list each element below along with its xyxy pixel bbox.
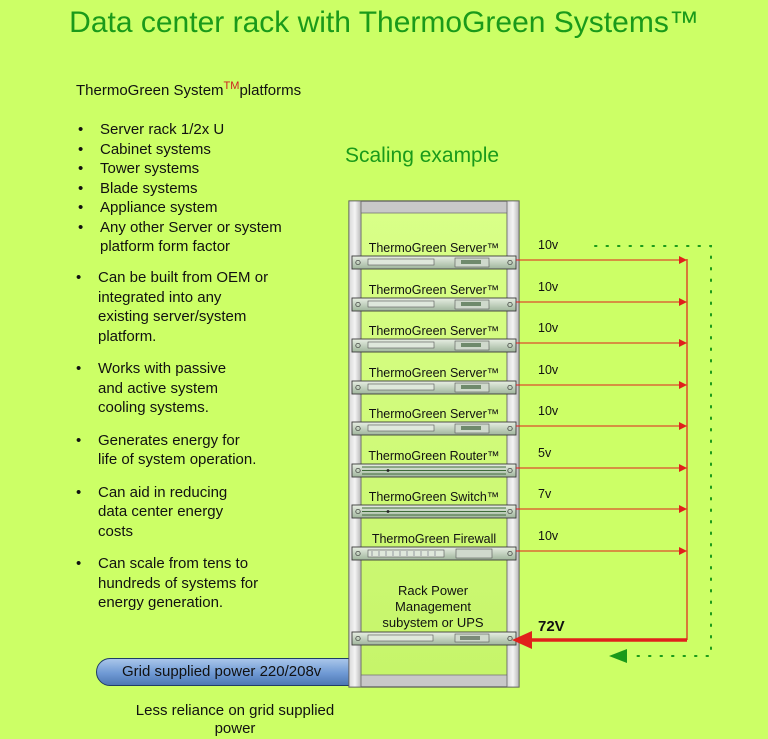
platform-item: Cabinet systems xyxy=(76,140,330,160)
feature-item: Can scale from tens to hundreds of syste… xyxy=(76,554,273,613)
main-power-arrowhead xyxy=(512,631,532,649)
rack-screw xyxy=(355,550,361,557)
platforms-heading-suffix: platforms xyxy=(239,82,302,99)
voltage-label: 10v xyxy=(538,238,559,252)
display-panel xyxy=(455,548,493,559)
drive-bay xyxy=(367,258,435,266)
rack-screw xyxy=(355,467,361,474)
feature-list: Can be built from OEM or integrated into… xyxy=(76,268,306,626)
voltage-arrowhead xyxy=(679,339,687,347)
grid-power-pipe xyxy=(96,658,362,686)
voltage-label: 10v xyxy=(538,529,559,543)
platform-item: Appliance system xyxy=(76,198,330,218)
voltage-label: 5v xyxy=(538,446,552,460)
rack-unit-server: ThermoGreen Server™ 10v xyxy=(351,238,687,270)
display-screen xyxy=(461,302,481,306)
rack-screw xyxy=(355,508,361,515)
rack-unit-firewall: ThermoGreen Firewall 10v xyxy=(351,529,687,561)
rack-unit-label: ThermoGreen Switch™ xyxy=(369,490,500,504)
rack-screw xyxy=(507,467,513,474)
display-screen xyxy=(461,260,481,264)
trademark-mark: TM xyxy=(223,80,240,92)
display-screen xyxy=(461,426,481,430)
rack-unit-label: ThermoGreen Server™ xyxy=(369,283,500,297)
platform-item: Any other Server or system platform form… xyxy=(76,218,330,257)
voltage-arrowhead xyxy=(679,464,687,472)
reliance-note: Less reliance on grid supplied power xyxy=(135,702,335,737)
rack-screw xyxy=(355,425,361,432)
voltage-arrowhead xyxy=(679,298,687,306)
rack-rail-right xyxy=(506,200,520,688)
platform-list: Server rack 1/2x U Cabinet systems Tower… xyxy=(76,120,330,257)
feature-item: Works with passive and active system coo… xyxy=(76,359,248,418)
rack-unit-label: ThermoGreen Router™ xyxy=(368,449,499,463)
rack-screw xyxy=(507,508,513,515)
rack-unit-server: ThermoGreen Server™ 10v xyxy=(351,280,687,312)
rack-unit-router: ThermoGreen Router™ 5v xyxy=(351,446,687,478)
platform-item: Server rack 1/2x U xyxy=(76,120,330,140)
voltage-label: 7v xyxy=(538,487,552,501)
total-voltage-label: 72V xyxy=(538,618,565,635)
rack-unit-label: ThermoGreen Server™ xyxy=(369,241,500,255)
rack-screw xyxy=(507,342,513,349)
scaling-example-title: Scaling example xyxy=(345,144,500,167)
status-led xyxy=(386,510,390,513)
voltage-arrowhead xyxy=(679,256,687,264)
platforms-heading-text: ThermoGreen System xyxy=(76,82,224,99)
voltage-label: 10v xyxy=(538,321,559,335)
rack-unit-label: ThermoGreen Server™ xyxy=(369,407,500,421)
thermal-return-loop xyxy=(594,245,712,657)
feature-item: Generates energy for life of system oper… xyxy=(76,431,258,470)
rack-unit-label: ThermoGreen Firewall xyxy=(372,532,496,546)
rack-screw xyxy=(355,384,361,391)
rack-screw xyxy=(507,550,513,557)
drive-bay xyxy=(367,424,435,432)
rack-unit-label: ThermoGreen Server™ xyxy=(369,324,500,338)
vent-panel xyxy=(367,549,445,558)
voltage-arrowhead xyxy=(679,422,687,430)
voltage-arrowhead xyxy=(679,505,687,513)
power-mgmt-line-1: Rack Power xyxy=(398,583,469,598)
rack-screw xyxy=(507,425,513,432)
power-mgmt-line-3: subystem or UPS xyxy=(382,615,483,630)
rack-unit-label: ThermoGreen Server™ xyxy=(369,366,500,380)
voltage-label: 10v xyxy=(538,363,559,377)
rack-interior xyxy=(360,212,508,676)
grid-power-label: Grid supplied power 220/208v xyxy=(122,663,322,680)
diagram-title: Data center rack with ThermoGreen System… xyxy=(69,6,699,39)
rack-rail-left xyxy=(348,200,362,688)
rack-screw xyxy=(355,342,361,349)
status-led xyxy=(386,469,390,472)
feature-item: Can aid in reducing data center energy c… xyxy=(76,483,248,542)
rack-screw xyxy=(507,259,513,266)
thermal-return-arrowhead xyxy=(609,649,627,663)
voltage-arrowhead xyxy=(679,381,687,389)
ups-unit xyxy=(351,631,517,646)
drive-bay xyxy=(367,383,435,391)
platform-item: Tower systems xyxy=(76,159,330,179)
voltage-label: 10v xyxy=(538,404,559,418)
drive-bay xyxy=(367,341,435,349)
rack-screw xyxy=(355,259,361,266)
display-screen xyxy=(461,343,481,347)
rack-screw xyxy=(355,301,361,308)
display-screen xyxy=(461,385,481,389)
rack-screw xyxy=(507,384,513,391)
rack-unit-server: ThermoGreen Server™ 10v xyxy=(351,321,687,353)
platforms-heading: ThermoGreen SystemTMplatforms xyxy=(76,80,301,99)
voltage-label: 10v xyxy=(538,280,559,294)
rack-unit-server: ThermoGreen Server™ 10v xyxy=(351,404,687,436)
power-mgmt-line-2: Management xyxy=(395,599,471,614)
rack-unit-switch: ThermoGreen Switch™ 7v xyxy=(351,487,687,519)
platform-item: Blade systems xyxy=(76,179,330,199)
rack-screw xyxy=(507,301,513,308)
feature-item: Can be built from OEM or integrated into… xyxy=(76,268,273,346)
drive-bay xyxy=(367,300,435,308)
rack-unit-server: ThermoGreen Server™ 10v xyxy=(351,363,687,395)
voltage-arrowhead xyxy=(679,547,687,555)
